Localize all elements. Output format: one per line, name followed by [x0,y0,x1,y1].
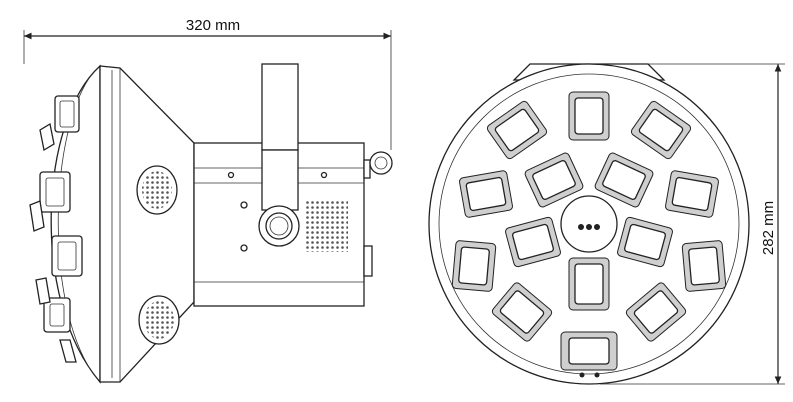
side-lens-edge [35,277,51,305]
inner-lens-ring [505,152,673,311]
side-lens [39,171,71,213]
side-lens-edge [39,122,55,152]
mounting-bracket [261,63,299,151]
height-dimension: 282 mm [600,63,785,385]
side-lenses [29,95,83,363]
height-label: 282 mm [760,201,777,255]
screw-icon [240,244,248,252]
front-lens-inner [624,223,666,261]
side-lens [51,235,83,277]
safety-ring [369,151,393,175]
front-lens-inner [458,246,490,286]
power-connector [363,245,373,277]
front-lens-inner [465,176,507,212]
front-lens-inner [688,246,720,286]
side-connector [363,159,371,179]
cone-grill-lower-holes [144,301,174,339]
front-lens-inner [494,108,540,152]
side-lens-inner [45,177,65,207]
front-lens-inner [568,337,610,365]
front-lens-inner [633,290,679,334]
front-view [428,63,750,385]
hub-dot [586,224,592,230]
cone-grill-upper-holes [142,171,172,209]
mount-hole [594,372,600,378]
side-lens [54,95,80,133]
safety-ring-inner [374,156,388,170]
rear-vent-grid [304,200,348,252]
side-lens [43,297,71,333]
front-lens-inner [574,263,604,305]
screw-icon [320,171,328,179]
front-disc-inner [438,73,740,375]
front-lens-inner [512,223,554,261]
front-lens-inner [671,176,713,212]
side-lens-edge [59,339,77,363]
mount-hole [579,372,585,378]
front-lens-inner [574,97,604,135]
front-lens-inner [532,160,576,200]
side-view [29,63,393,384]
width-dimension: 320 mm [23,17,392,150]
bracket-knob-center [269,216,289,236]
hub-dot [578,224,584,230]
screw-icon [227,171,235,179]
side-lens-inner [49,303,65,327]
outer-lens-ring [451,91,727,371]
side-lens-inner [57,241,77,271]
width-label: 320 mm [186,17,240,34]
front-lens-inner [602,160,646,200]
screw-icon [240,201,248,209]
front-lens-inner [499,290,545,334]
side-lens-inner [59,100,75,128]
side-lens-edge [29,200,45,232]
front-lens-inner [638,108,684,152]
hub-dot [594,224,600,230]
mounting-bracket-arm [261,149,299,211]
